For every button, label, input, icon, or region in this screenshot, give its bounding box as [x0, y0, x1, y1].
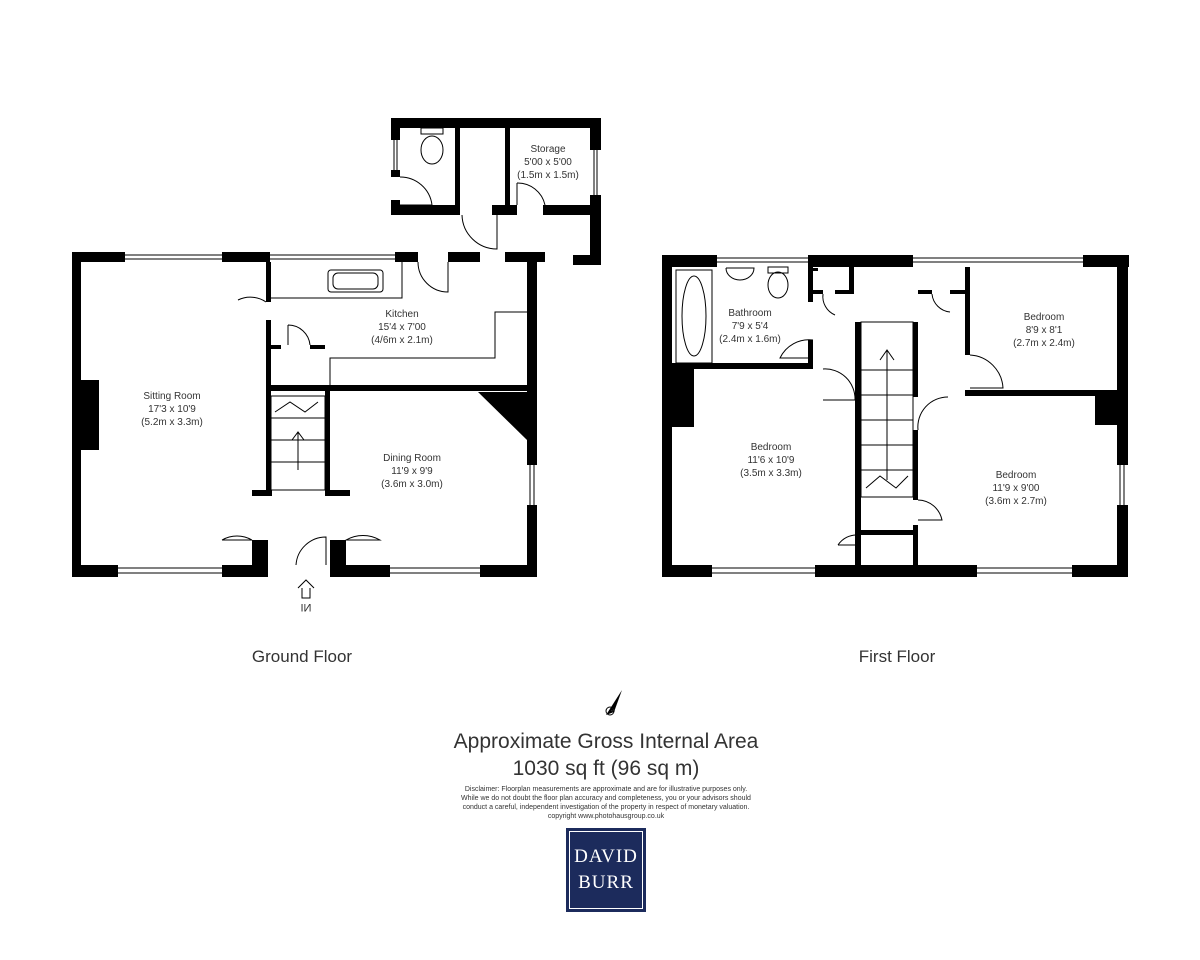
- ground-floor-walls: [72, 118, 601, 577]
- room-name: Sitting Room: [143, 391, 201, 402]
- room-label-sitting-room: Sitting Room 17'3 x 10'9 (5.2m x 3.3m): [141, 390, 203, 429]
- room-size-metric: (2.7m x 2.4m): [1013, 338, 1075, 349]
- logo-line: DAVID: [574, 846, 638, 867]
- room-size-metric: (2.4m x 1.6m): [719, 334, 781, 345]
- room-label-bedroom-right: Bedroom 11'9 x 9'00 (3.6m x 2.7m): [985, 469, 1047, 508]
- first-floor-walls: [662, 255, 1129, 577]
- disclaimer: Disclaimer: Floorplan measurements are a…: [461, 785, 751, 821]
- room-size-imperial: 11'6 x 10'9: [747, 455, 795, 466]
- disclaimer-line: copyright www.photohausgroup.co.uk: [547, 813, 665, 820]
- room-size-metric: (1.5m x 1.5m): [517, 170, 579, 181]
- room-size-imperial: 7'9 x 5'4: [731, 321, 769, 332]
- ground-floor-title: Ground Floor: [251, 647, 353, 666]
- room-name: Bedroom: [995, 470, 1037, 481]
- room-size-imperial: 5'00 x 5'00: [524, 157, 572, 168]
- room-name: Kitchen: [385, 309, 419, 320]
- room-size-imperial: 17'3 x 10'9: [148, 404, 196, 415]
- room-size-imperial: 8'9 x 8'1: [1025, 325, 1063, 336]
- room-size-imperial: 11'9 x 9'9: [391, 466, 433, 477]
- room-name: Bedroom: [1023, 312, 1065, 323]
- room-size-imperial: 15'4 x 7'00: [378, 322, 426, 333]
- room-size-imperial: 11'9 x 9'00: [992, 483, 1040, 494]
- gross-area-value: 1030 sq ft (96 sq m): [512, 757, 700, 780]
- room-label-bedroom-left: Bedroom 11'6 x 10'9 (3.5m x 3.3m): [740, 441, 802, 480]
- gross-area: Approximate Gross Internal Area 1030 sq …: [454, 728, 759, 782]
- room-name: Dining Room: [383, 453, 441, 464]
- room-label-bathroom: Bathroom 7'9 x 5'4 (2.4m x 1.6m): [719, 307, 781, 346]
- room-name: Storage: [530, 144, 566, 155]
- first-floor-title: First Floor: [858, 647, 936, 666]
- disclaimer-line: conduct a careful, independent investiga…: [462, 804, 750, 811]
- compass-icon: [605, 690, 622, 716]
- ground-floor-fittings: [118, 127, 598, 599]
- room-size-metric: (3.6m x 2.7m): [985, 496, 1047, 507]
- room-size-metric: (4/6m x 2.1m): [371, 335, 433, 346]
- first-floor-fittings: [675, 257, 1125, 574]
- logo-line: BURR: [578, 872, 634, 893]
- room-size-metric: (3.6m x 3.0m): [381, 479, 443, 490]
- room-name: Bathroom: [728, 308, 772, 319]
- room-size-metric: (5.2m x 3.3m): [141, 417, 203, 428]
- gross-area-title: Approximate Gross Internal Area: [453, 730, 759, 753]
- room-label-dining-room: Dining Room 11'9 x 9'9 (3.6m x 3.0m): [381, 452, 443, 491]
- room-size-metric: (3.5m x 3.3m): [740, 468, 802, 479]
- room-name: Bedroom: [750, 442, 792, 453]
- disclaimer-line: Disclaimer: Floorplan measurements are a…: [464, 786, 748, 793]
- entrance-label: IN: [300, 601, 312, 613]
- room-label-storage: Storage 5'00 x 5'00 (1.5m x 1.5m): [517, 143, 579, 182]
- disclaimer-line: While we do not doubt the floor plan acc…: [461, 795, 751, 802]
- room-label-bedroom-small: Bedroom 8'9 x 8'1 (2.7m x 2.4m): [1013, 311, 1075, 350]
- agent-logo: DAVID BURR: [566, 828, 646, 912]
- room-label-kitchen: Kitchen 15'4 x 7'00 (4/6m x 2.1m): [371, 308, 433, 347]
